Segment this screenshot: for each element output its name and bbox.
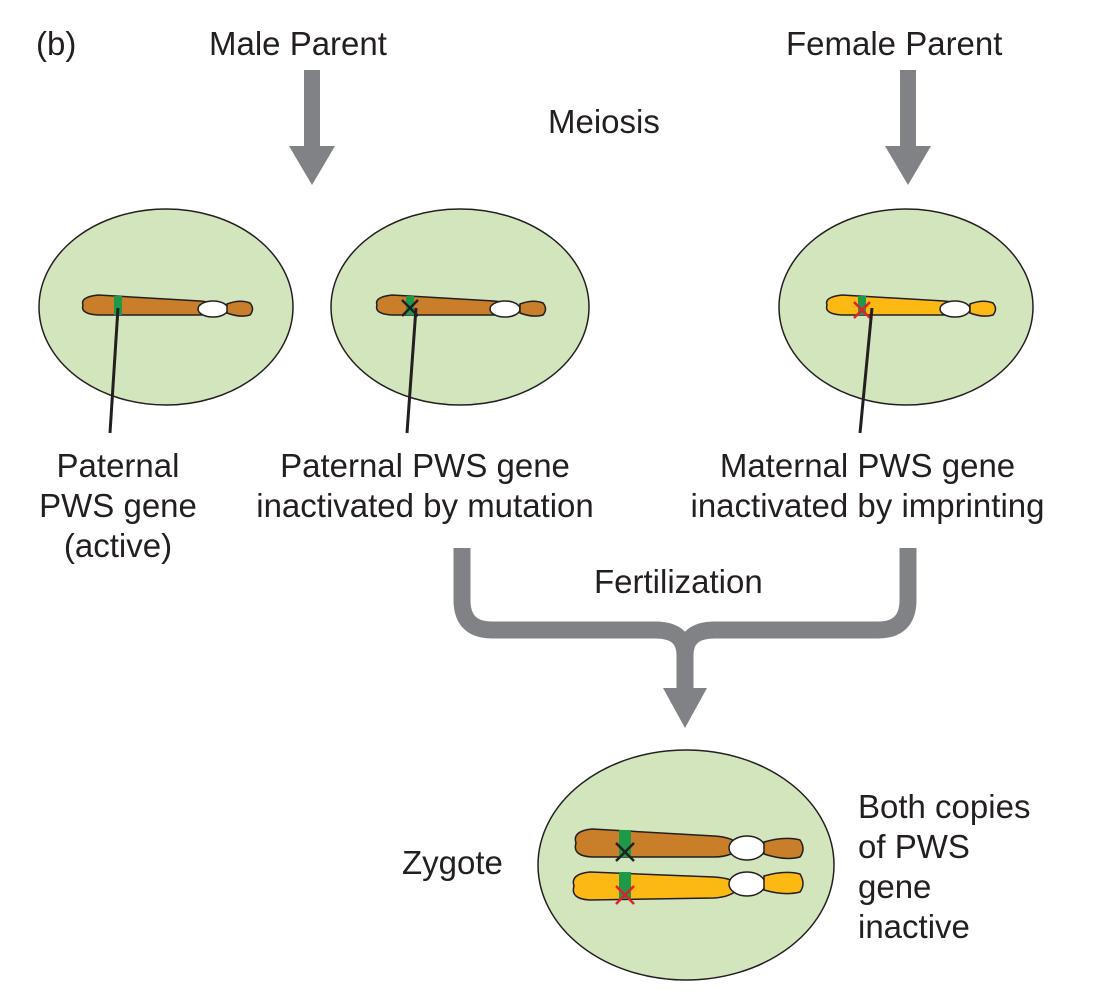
- both-copies-inactive-label: Both copies of PWS gene inactive: [858, 788, 1031, 945]
- fertilization-label: Fertilization: [594, 563, 763, 600]
- maternal-imprint-label: Maternal PWS gene inactivated by imprint…: [690, 447, 1045, 524]
- gene-band: [858, 296, 866, 315]
- imprint-x-mark: [615, 885, 635, 905]
- mutation-x-mark: [615, 842, 635, 862]
- paternal-mutation-label: Paternal PWS gene inactivated by mutatio…: [256, 447, 594, 524]
- leader-line: [108, 307, 120, 434]
- fertilization-arrowhead: [663, 688, 707, 728]
- leader-line: [405, 307, 418, 434]
- sperm-cell-mutated: [330, 208, 590, 434]
- gene-band: [114, 296, 122, 315]
- sperm-cell-active: [38, 208, 294, 434]
- female-parent-label: Female Parent: [786, 25, 1003, 62]
- panel-label: (b): [36, 25, 77, 62]
- centromere: [939, 300, 971, 318]
- centromere: [197, 300, 229, 318]
- centromere: [728, 871, 766, 897]
- imprint-x-mark: [853, 301, 871, 319]
- gene-band: [406, 296, 414, 315]
- zygote-cell: [537, 749, 835, 981]
- egg-cell-imprinted: [778, 208, 1034, 434]
- fertilization-arrow: [453, 548, 917, 690]
- centromere: [489, 300, 521, 318]
- zygote-label: Zygote: [402, 844, 503, 881]
- paternal-active-label: Paternal PWS gene (active): [39, 447, 197, 564]
- meiosis-label: Meiosis: [548, 103, 660, 140]
- meiosis-arrow-female: [885, 70, 931, 185]
- centromere: [728, 835, 766, 861]
- leader-line: [858, 307, 874, 434]
- meiosis-arrow-male: [289, 70, 335, 185]
- male-parent-label: Male Parent: [209, 25, 387, 62]
